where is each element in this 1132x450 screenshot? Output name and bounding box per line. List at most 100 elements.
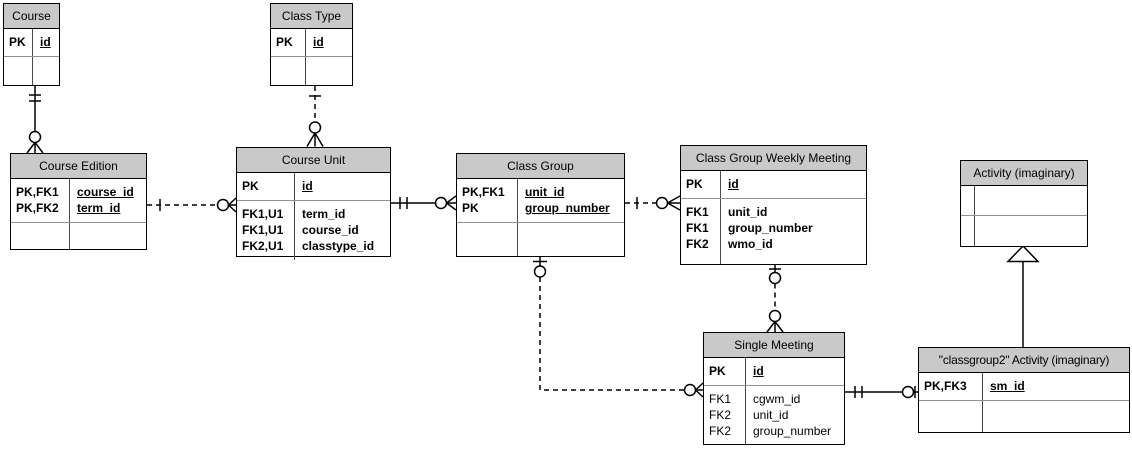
zero-circle	[768, 309, 782, 323]
field-name: unit_id	[525, 185, 565, 199]
field-column: id	[33, 29, 59, 56]
crow-foot	[766, 321, 784, 333]
crow-foot	[26, 142, 44, 154]
zero-circle	[683, 383, 697, 397]
inheritance-triangle	[1006, 244, 1040, 263]
pk-section: PK id	[271, 29, 352, 56]
field-name: id	[753, 364, 764, 378]
field-name: group_number	[525, 201, 610, 215]
key-label: FK2	[686, 237, 709, 251]
entity-class-group: Class Group PK,FK1 PK unit_id group_numb…	[456, 153, 625, 257]
field-name: group_number	[753, 424, 832, 438]
key-column: PK	[4, 29, 33, 56]
key-label: FK1	[686, 221, 709, 235]
key-label: PK,FK1	[16, 185, 59, 199]
key-label: FK1,U1	[242, 207, 284, 221]
field-name: wmo_id	[728, 237, 773, 251]
key-label: PK,FK2	[16, 201, 59, 215]
pk-section: PK id	[237, 173, 390, 200]
zero-circle	[655, 196, 669, 210]
field-column: id	[721, 171, 866, 198]
field-column: id	[295, 173, 390, 200]
empty-section	[961, 186, 1087, 215]
key-label: FK1,U1	[242, 223, 284, 237]
entity-title: Class Group Weekly Meeting	[681, 146, 866, 171]
entity-single-meeting: Single Meeting PK id FK1 FK2 FK2 cgwm_id…	[703, 332, 845, 445]
fk-section: FK1 FK1 FK2 unit_id group_number wmo_id	[681, 198, 866, 264]
key-column: FK1,U1 FK1,U1 FK2,U1	[237, 201, 295, 260]
field-name: sm_id	[990, 379, 1025, 393]
rel-course-to-course-edition	[26, 86, 44, 154]
field-name: course_id	[302, 223, 359, 237]
field-column: unit_id group_number wmo_id	[721, 199, 866, 264]
empty-section	[11, 222, 146, 249]
entity-title: Activity (imaginary)	[961, 161, 1087, 186]
key-column: PK,FK1 PK,FK2	[11, 179, 70, 222]
rel-single-meeting-to-classgroup2-activity	[845, 385, 918, 399]
key-column: FK1 FK1 FK2	[681, 199, 721, 264]
crow-foot	[446, 195, 457, 211]
field-column: cgwm_id unit_id group_number	[746, 386, 844, 445]
key-column: PK	[237, 173, 295, 200]
entity-course-unit: Course Unit PK id FK1,U1 FK1,U1 FK2,U1 t…	[236, 147, 391, 260]
field-name: classtype_id	[302, 239, 375, 253]
field-column: term_id course_id classtype_id	[295, 201, 390, 260]
key-label: PK	[9, 35, 26, 49]
entity-class-type: Class Type PK id	[270, 3, 353, 86]
key-label: FK2,U1	[242, 239, 284, 253]
entity-title: Class Type	[271, 4, 352, 29]
field-column: id	[746, 358, 844, 385]
empty-section	[457, 222, 624, 256]
key-column: PK	[271, 29, 306, 56]
rel-course-unit-to-class-group	[391, 195, 457, 211]
key-column: FK1 FK2 FK2	[704, 386, 746, 445]
zero-circle	[28, 130, 42, 144]
field-name: course_id	[77, 185, 134, 199]
one-tick	[29, 94, 41, 102]
crow-foot	[227, 197, 237, 213]
crow-foot	[694, 382, 704, 398]
one-tick	[399, 197, 408, 209]
rel-class-type-to-course-unit	[306, 86, 324, 147]
entity-title: Single Meeting	[704, 333, 844, 358]
key-label: PK	[276, 35, 293, 49]
connector-line	[539, 277, 685, 391]
zero-circle	[901, 385, 915, 399]
entity-course: Course PK id	[3, 3, 60, 86]
key-column: PK	[681, 171, 721, 198]
entity-classgroup2-activity-imaginary: "classgroup2" Activity (imaginary) PK,FK…	[918, 347, 1130, 433]
empty-section	[4, 56, 59, 85]
zero-circle	[216, 198, 230, 212]
pk-section: PK,FK1 PK unit_id group_number	[457, 179, 624, 222]
key-label: FK2	[709, 408, 732, 422]
key-label: PK	[242, 179, 259, 193]
rel-class-group-to-cgwm	[625, 195, 681, 211]
field-column: course_id term_id	[70, 179, 146, 222]
field-name: cgwm_id	[753, 392, 801, 406]
key-column: PK,FK1 PK	[457, 179, 518, 222]
empty-section	[919, 400, 1129, 432]
entity-class-group-weekly-meeting: Class Group Weekly Meeting PK id FK1 FK1…	[680, 145, 867, 265]
zero-circle	[434, 196, 448, 210]
empty-section	[271, 56, 352, 85]
fk-section: FK1 FK2 FK2 cgwm_id unit_id group_number	[704, 385, 844, 445]
pk-section: PK id	[704, 358, 844, 385]
entity-title: Course Edition	[11, 154, 146, 179]
rel-cgwm-to-single-meeting	[766, 265, 784, 333]
pk-section: PK id	[4, 29, 59, 56]
rel-class-group-to-single-meeting	[533, 257, 704, 398]
crow-foot	[667, 195, 681, 211]
field-name: term_id	[302, 207, 346, 221]
field-column: unit_id group_number	[518, 179, 624, 222]
field-column: sm_id	[983, 373, 1129, 400]
field-name: unit_id	[753, 408, 789, 422]
key-label: PK	[709, 364, 726, 378]
pk-section: PK,FK3 sm_id	[919, 373, 1129, 400]
zero-circle	[308, 121, 322, 134]
field-name: id	[40, 35, 51, 49]
zero-circle	[768, 271, 782, 285]
field-name: id	[313, 35, 324, 49]
pk-section: PK id	[681, 171, 866, 198]
empty-section	[961, 215, 1087, 246]
